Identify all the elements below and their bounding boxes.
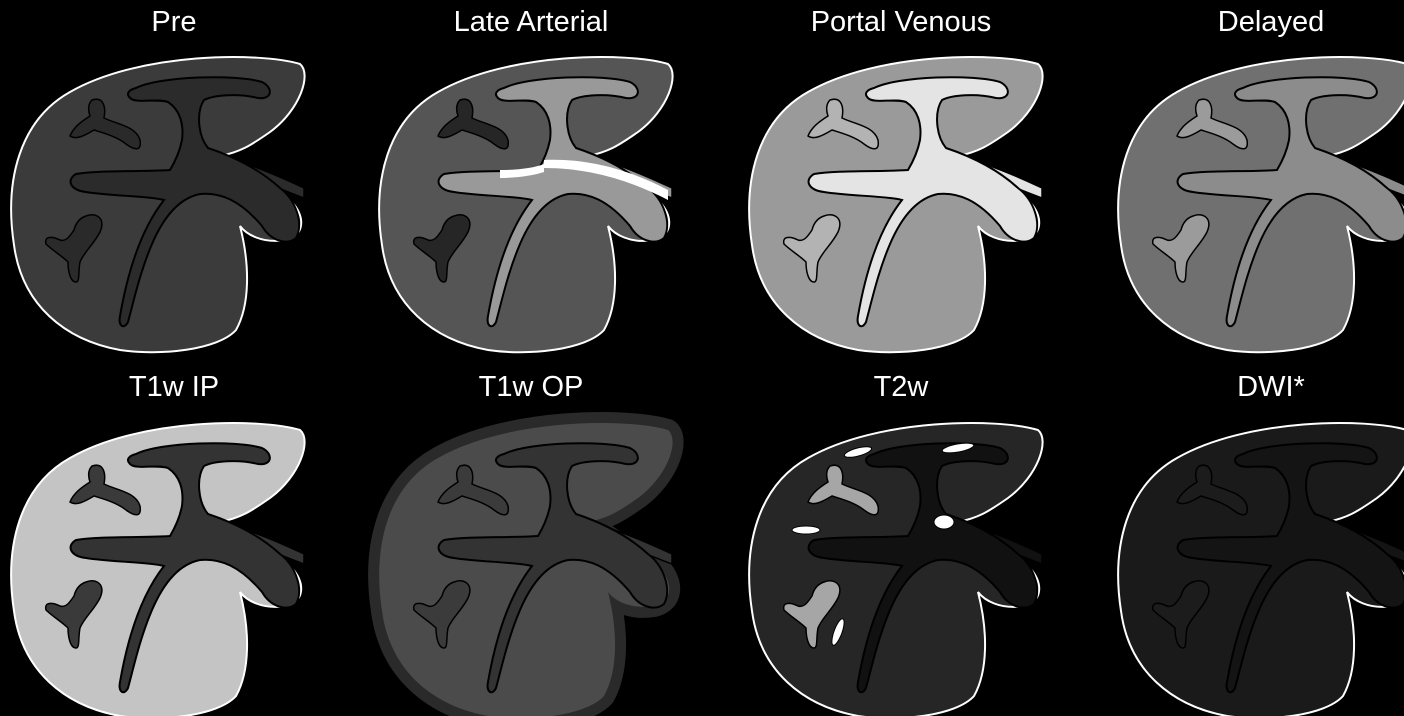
bright-cyst bbox=[934, 515, 954, 529]
panel-title: T2w bbox=[874, 371, 930, 403]
bright-cyst bbox=[792, 526, 820, 534]
panel-portal-venous: Portal Venous bbox=[749, 6, 1042, 352]
panel-t2w: T2w bbox=[749, 371, 1042, 716]
panel-pre: Pre bbox=[11, 6, 304, 352]
panel-delayed: Delayed bbox=[1118, 6, 1404, 352]
panel-t1w-ip: T1w IP bbox=[11, 371, 304, 716]
panel-title: T1w OP bbox=[479, 371, 584, 403]
panel-title: T1w IP bbox=[129, 371, 219, 403]
panel-grid: Pre Late Arterial Portal Venous DelayedT1w … bbox=[11, 6, 1404, 716]
panel-title: DWI* bbox=[1237, 371, 1305, 403]
panel-dwi: DWI* bbox=[1118, 371, 1404, 716]
panel-title: Delayed bbox=[1218, 6, 1324, 38]
panel-title: Late Arterial bbox=[454, 6, 609, 38]
panel-t1w-op: T1w OP bbox=[379, 371, 672, 716]
panel-title: Portal Venous bbox=[811, 6, 992, 38]
panel-title: Pre bbox=[151, 6, 196, 38]
panel-late-arterial: Late Arterial bbox=[379, 6, 672, 352]
